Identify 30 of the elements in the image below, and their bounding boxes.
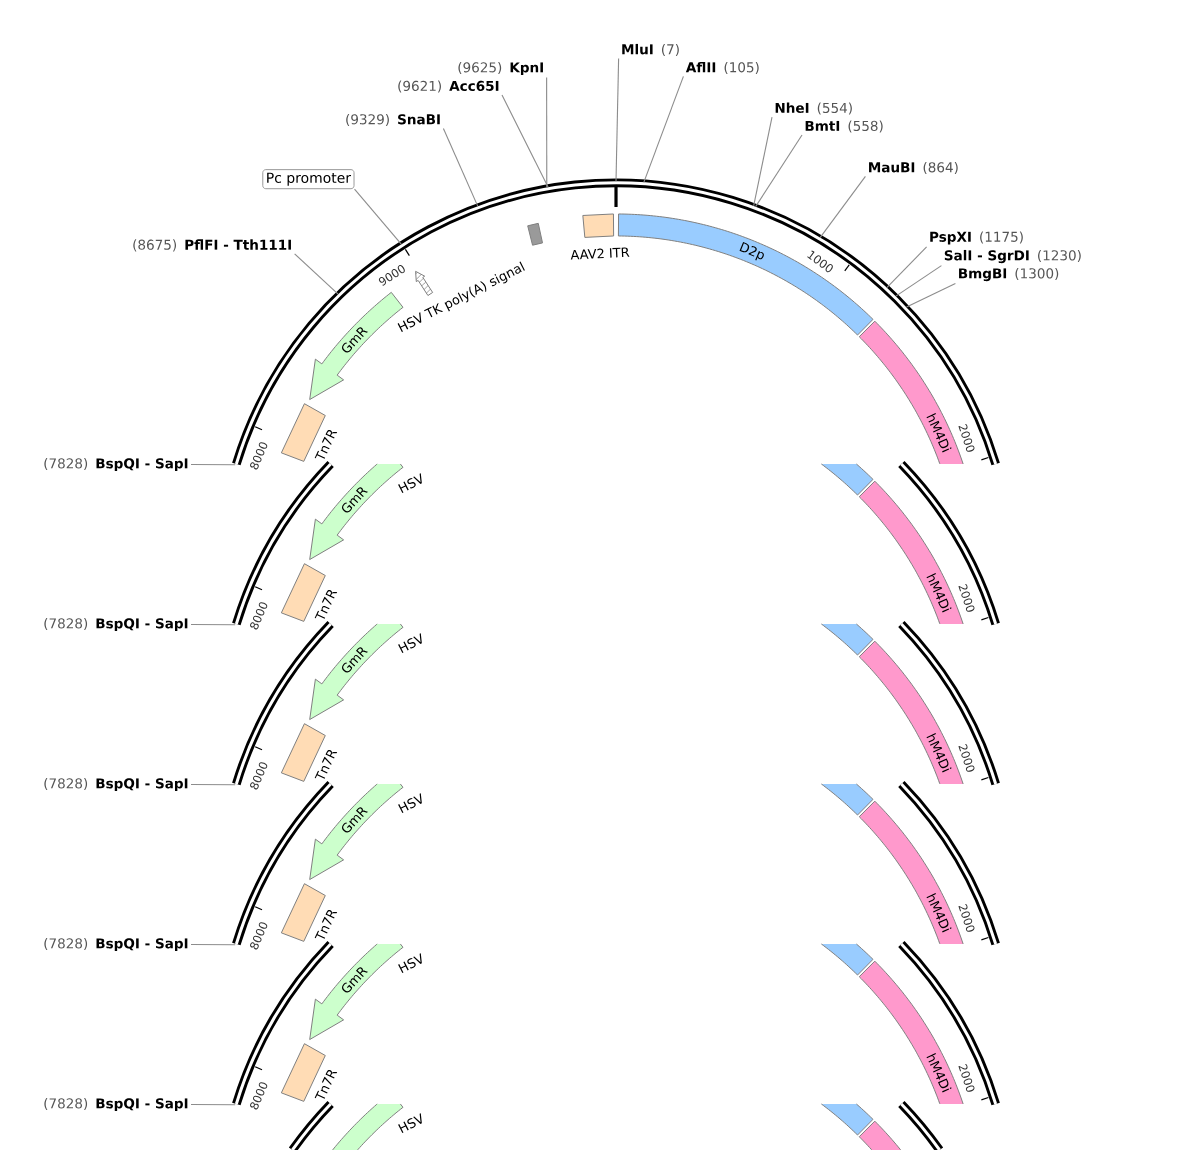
leader-line — [190, 624, 236, 626]
plasmid-backbone — [898, 460, 1000, 626]
plasmid-backbone — [288, 1100, 334, 1150]
feature-arc — [820, 623, 874, 656]
feature-arc — [820, 1103, 874, 1136]
leader-line — [190, 1104, 236, 1106]
plasmid-backbone — [898, 940, 1000, 1106]
leader-line — [819, 175, 866, 239]
leader-line — [886, 246, 928, 289]
leader-line — [353, 188, 402, 245]
leader-line — [895, 265, 942, 297]
feature-arc — [820, 783, 874, 816]
feature-arc — [858, 1120, 902, 1150]
plasmid-backbone — [898, 1100, 944, 1150]
feature-arc — [820, 943, 874, 976]
leader-line — [442, 127, 479, 207]
leader-line — [294, 253, 339, 295]
leader-line — [906, 283, 956, 308]
plasmid-backbone — [898, 780, 1000, 946]
plasmid-backbone — [898, 620, 1000, 786]
feature-arc — [820, 463, 874, 496]
leader-line — [615, 57, 620, 182]
leader-line — [753, 116, 773, 207]
leader-line — [755, 134, 803, 208]
leader-line — [190, 464, 236, 466]
leader-line — [546, 76, 548, 188]
leader-line — [190, 784, 236, 786]
leader-line — [501, 94, 549, 188]
leader-line — [643, 75, 684, 183]
leader-line — [190, 944, 236, 946]
